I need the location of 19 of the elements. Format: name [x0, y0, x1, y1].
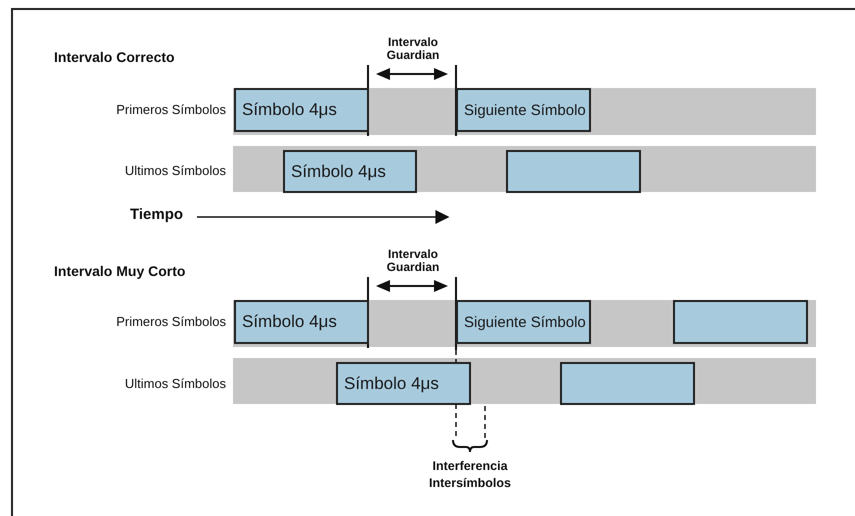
symbol-box: Símbolo 4μs [234, 88, 369, 132]
interval-label: Intervalo Guardian [386, 248, 440, 274]
row-label: Primeros Símbolos [115, 314, 226, 330]
section-title: Intervalo Correcto [54, 50, 176, 66]
empty-symbol-box [673, 300, 808, 344]
symbol-box: Siguiente Símbolo [456, 300, 591, 344]
symbol-box: Símbolo 4μs [336, 362, 471, 405]
axis-label: Tiempo [130, 207, 184, 224]
annotation-label: Interferencia Intersímbolos [428, 458, 512, 492]
empty-symbol-box [560, 362, 695, 405]
row-label: Primeros Símbolos [115, 102, 226, 118]
symbol-box: Símbolo 4μs [234, 300, 369, 344]
interval-label: Intervalo Guardian [386, 36, 440, 62]
row-label: Ultimos Símbolos [124, 376, 226, 392]
empty-symbol-box [506, 150, 641, 193]
section-title: Intervalo Muy Corto [54, 264, 186, 280]
symbol-box: Símbolo 4μs [283, 150, 417, 193]
row-label: Ultimos Símbolos [124, 163, 226, 179]
symbol-box: Siguiente Símbolo [456, 88, 591, 132]
